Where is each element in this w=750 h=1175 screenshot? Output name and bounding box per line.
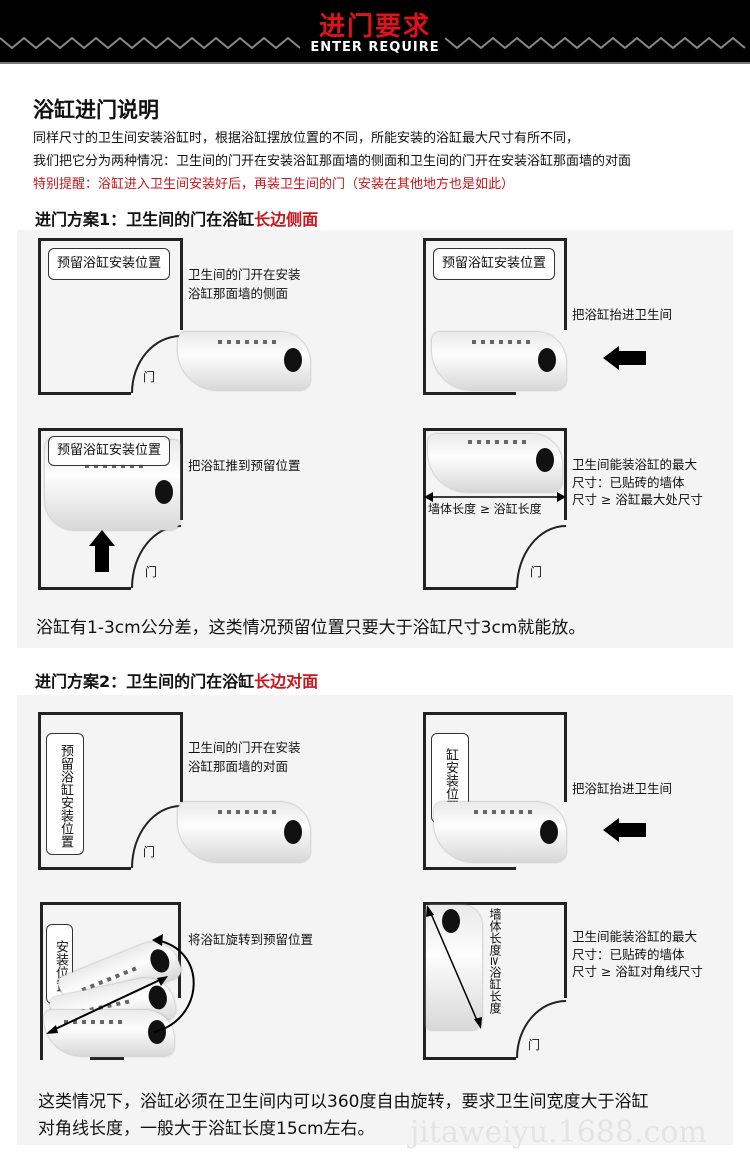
- room-wall: [180, 238, 183, 330]
- reserved-position-label: 预留浴缸安装位置: [48, 436, 170, 466]
- header-banner: 进门要求 ENTER REQUIRE: [0, 0, 750, 62]
- measure-label: 墙体长度 ≥ 浴缸长度: [428, 502, 542, 516]
- step4-text2: 尺寸：已贴砖的墙体: [572, 947, 685, 962]
- measure-label: 墙体长度≥浴缸长度: [488, 908, 502, 1015]
- room-wall: [423, 587, 516, 590]
- room-wall: [38, 392, 131, 395]
- room-outline: [423, 712, 567, 870]
- scheme2-panel: [17, 695, 733, 1145]
- step1-text2: 浴缸那面墙的侧面: [188, 286, 289, 301]
- header-title: 进门要求: [318, 12, 431, 42]
- room-outline: [38, 712, 183, 870]
- diagonal-arrow-icon: [426, 905, 482, 1029]
- room-wall: [564, 428, 567, 520]
- step3-text: 把浴缸推到预留位置: [188, 458, 301, 473]
- step1-text2: 浴缸那面墙的对面: [188, 759, 289, 774]
- door-label: 门: [145, 565, 158, 579]
- arrow-up-icon: [89, 530, 115, 572]
- scheme1-title: 进门方案1：卫生间的门在浴缸长边侧面: [35, 206, 318, 230]
- intro-reminder: 特别提醒：浴缸进入卫生间安装好后，再装卫生间的门（安装在其他地方也是如此）: [33, 177, 515, 192]
- door-label: 门: [143, 370, 156, 384]
- room-wall: [180, 428, 183, 520]
- room-wall: [90, 1057, 124, 1060]
- scheme2-title: 进门方案2：卫生间的门在浴缸长边对面: [35, 668, 318, 692]
- bathtub-image: [44, 1010, 174, 1056]
- bathtub-image: [178, 332, 310, 390]
- scheme2-title-highlight: 长边对面: [254, 672, 319, 691]
- zigzag-decoration: [0, 36, 300, 50]
- room-wall: [180, 712, 183, 802]
- step4-text3: 尺寸 ≥ 浴缸对角线尺寸: [572, 964, 703, 979]
- scheme2-note1: 这类情况下，浴缸必须在卫生间内可以360度自由旋转，要求卫生间宽度大于浴缸: [38, 1092, 649, 1112]
- header-subtitle: ENTER REQUIRE: [310, 40, 440, 55]
- arrow-left-icon: [603, 346, 647, 370]
- step4-text3: 尺寸 ≥ 浴缸最大处尺寸: [572, 492, 703, 507]
- header-divider: [0, 62, 750, 64]
- intro-line1: 同样尺寸的卫生间安装浴缸时，根据浴缸摆放位置的不同，所能安装的浴缸最大尺寸有所不…: [33, 131, 580, 146]
- room-wall: [423, 867, 516, 870]
- room-outline: [423, 902, 567, 1060]
- door-label: 门: [143, 845, 156, 859]
- scheme1-title-highlight: 长边侧面: [254, 210, 319, 229]
- bathtub-image: [434, 802, 566, 862]
- step1-text1: 卫生间的门开在安装: [188, 740, 301, 755]
- room-wall: [564, 238, 567, 330]
- reserved-position-label: 预留浴缸安装位置: [48, 248, 170, 280]
- scheme1-note: 浴缸有1-3cm公分差，这类情况预留位置只要大于浴缸尺寸3cm就能放。: [36, 618, 586, 638]
- step1-text1: 卫生间的门开在安装: [188, 267, 301, 282]
- step2-text: 把浴缸抬进卫生间: [572, 781, 673, 796]
- intro-line2: 我们把它分为两种情况：卫生间的门开在安装浴缸那面墙的侧面和卫生间的门开在安装浴缸…: [33, 154, 632, 169]
- scheme2-title-prefix: 进门方案2：卫生间的门在浴缸: [35, 672, 255, 691]
- room-wall: [564, 902, 567, 998]
- room-wall: [38, 587, 131, 590]
- arrow-left-icon: [603, 818, 647, 842]
- door-label: 门: [530, 565, 543, 579]
- room-wall: [423, 392, 516, 395]
- room-outline: [423, 238, 567, 395]
- step2-text: 把浴缸抬进卫生间: [572, 307, 673, 322]
- room-outline: [423, 428, 567, 590]
- scheme2-note2: 对角线长度，一般大于浴缸长度15cm左右。: [38, 1119, 375, 1139]
- room-outline: [38, 428, 183, 590]
- room-wall: [564, 712, 567, 802]
- room-outline: [40, 902, 181, 1060]
- intro-title: 浴缸进门说明: [33, 98, 159, 122]
- bathtub-image: [178, 802, 310, 862]
- bathtub-image: [428, 434, 562, 492]
- step4-text1: 卫生间能装浴缸的最大: [572, 457, 698, 472]
- step4-text2: 尺寸：已贴砖的墙体: [572, 475, 685, 490]
- double-arrow-icon: [424, 492, 566, 502]
- scheme1-title-prefix: 进门方案1：卫生间的门在浴缸: [35, 210, 255, 229]
- reserved-position-label: 预留浴缸安装位置: [46, 733, 84, 855]
- bathtub-image: [432, 332, 566, 390]
- room-outline: [38, 238, 183, 395]
- reserved-position-label: 预留浴缸安装位置: [433, 248, 555, 280]
- room-wall: [38, 867, 131, 870]
- door-label: 门: [528, 1038, 541, 1052]
- zigzag-decoration: [445, 36, 746, 50]
- room-wall: [423, 1057, 516, 1060]
- watermark: jitaweiyu.1688.com: [410, 1115, 707, 1150]
- step4-text1: 卫生间能装浴缸的最大: [572, 929, 698, 944]
- rotate-arrow-icon: [46, 934, 195, 1034]
- step3-text: 将浴缸旋转到预留位置: [188, 932, 314, 947]
